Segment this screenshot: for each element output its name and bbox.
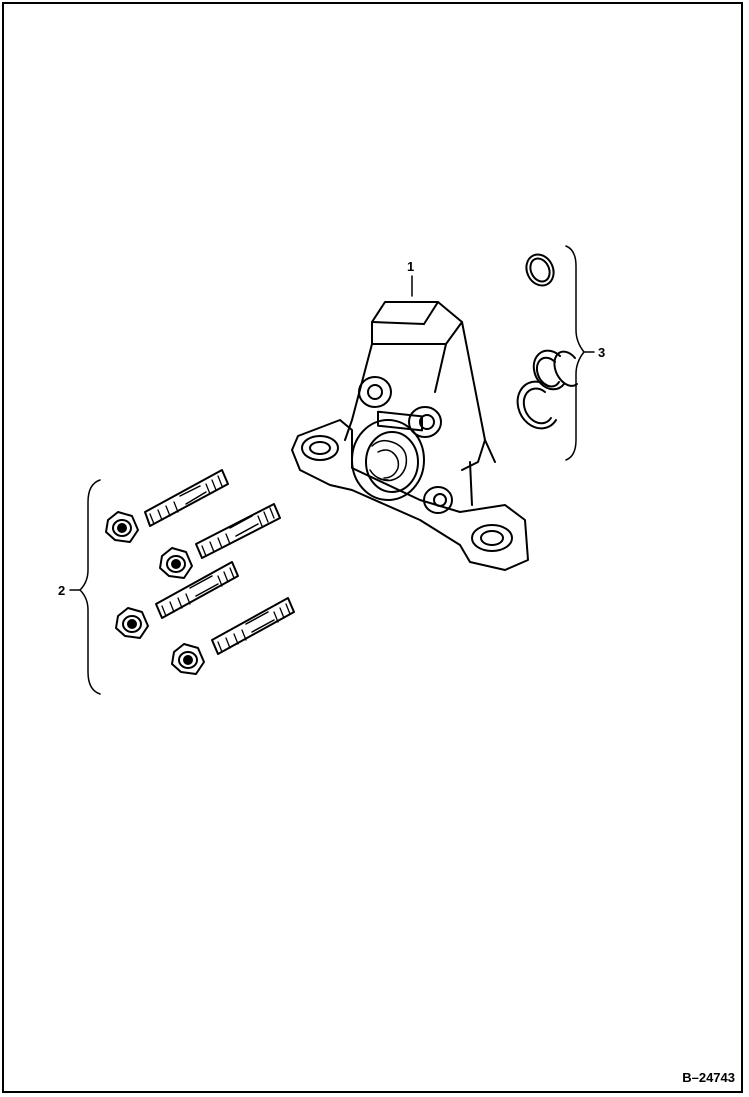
o-ring-mid-a [532, 349, 565, 391]
left-mount-hole [301, 435, 339, 461]
o-rings-part [516, 245, 595, 461]
bracket-2 [79, 479, 101, 695]
stud-1 [144, 469, 229, 527]
studs-nuts-part [69, 469, 295, 695]
callout-3: 3 [598, 345, 606, 360]
base-flange [291, 419, 529, 571]
main-port [351, 419, 425, 501]
nut-2 [159, 547, 193, 579]
callout-1: 1 [407, 259, 415, 274]
stud-2 [195, 503, 281, 559]
o-ring-mid-b [553, 350, 578, 387]
o-ring-large [516, 380, 557, 430]
callout-2: 2 [58, 583, 66, 598]
stud-4 [211, 597, 295, 655]
stud-3 [155, 561, 239, 619]
figure-id: B–24743 [682, 1070, 735, 1085]
housing-part [291, 275, 529, 571]
nut-4 [171, 643, 205, 675]
nut-1 [105, 511, 139, 543]
nut-3 [115, 607, 149, 639]
upper-left-port [358, 376, 392, 408]
lower-port [423, 486, 453, 514]
nameplate [377, 410, 423, 432]
o-ring-small [525, 253, 555, 287]
right-mount-hole [471, 524, 513, 552]
upper-right-port [408, 406, 442, 438]
